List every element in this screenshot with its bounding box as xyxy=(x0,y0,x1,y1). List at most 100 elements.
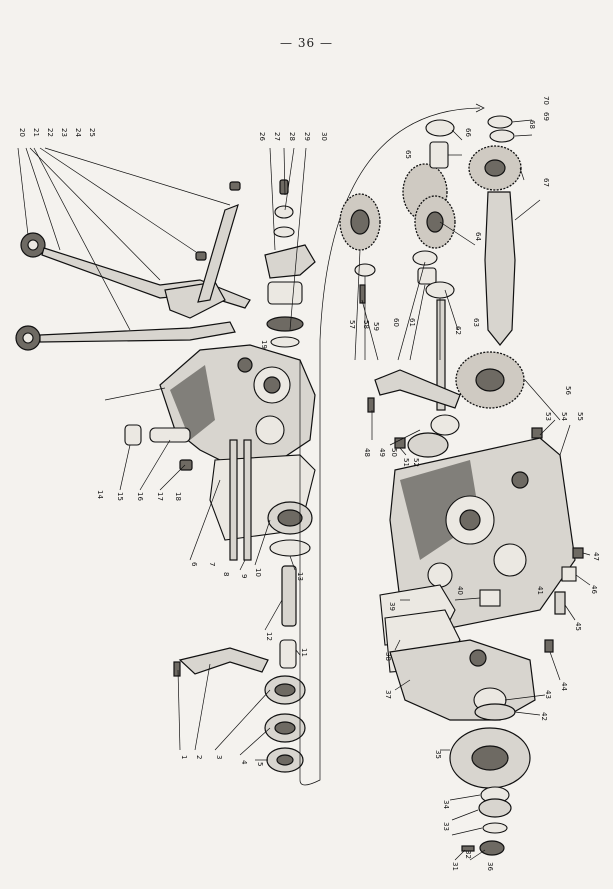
spacer-11 xyxy=(279,639,297,669)
label-53: 53 xyxy=(544,412,552,421)
label-68: 68 xyxy=(528,120,536,129)
label-67: 67 xyxy=(542,178,550,187)
leader-lines xyxy=(17,119,591,861)
part-labels: 1 2 3 4 5 6 7 8 9 10 11 12 13 14 15 16 1… xyxy=(18,96,600,871)
clutch-drum-39 xyxy=(449,727,531,789)
fork-26 xyxy=(264,244,316,279)
shaft-62 xyxy=(436,299,446,411)
bearing-52 xyxy=(407,414,460,458)
label-35: 35 xyxy=(434,750,442,759)
bolt-44 xyxy=(544,639,554,653)
label-41: 41 xyxy=(536,586,544,595)
label-59: 59 xyxy=(372,322,380,331)
pin-59 xyxy=(359,284,366,304)
ring-32 xyxy=(482,822,508,834)
washer-69 xyxy=(489,129,515,143)
assembly-line xyxy=(299,107,481,786)
washer-70 xyxy=(487,115,513,129)
label-42: 42 xyxy=(540,712,548,721)
label-40: 40 xyxy=(456,586,464,595)
label-7: 7 xyxy=(208,562,216,566)
gear-3 xyxy=(264,675,306,705)
plug-47 xyxy=(572,547,584,559)
label-18: 18 xyxy=(174,492,182,501)
label-17: 17 xyxy=(156,492,164,501)
label-16: 16 xyxy=(136,492,144,501)
label-4: 4 xyxy=(240,760,248,765)
label-24: 24 xyxy=(74,128,82,137)
label-20: 20 xyxy=(18,128,26,137)
label-11: 11 xyxy=(300,648,308,657)
bearing-27 xyxy=(267,281,303,305)
bush-15a xyxy=(124,424,142,446)
ring-29 xyxy=(266,316,304,332)
label-69: 69 xyxy=(542,112,550,121)
shift-knob-upper xyxy=(20,232,46,258)
small-bolt-24 xyxy=(195,251,207,261)
bearing-10 xyxy=(267,501,313,535)
label-49: 49 xyxy=(378,448,386,457)
bearing-5 xyxy=(266,747,304,773)
label-65: 65 xyxy=(404,150,412,159)
pin-28 xyxy=(279,179,289,195)
shift-knob-lower xyxy=(15,325,41,351)
label-61: 61 xyxy=(408,318,416,327)
label-36: 36 xyxy=(486,862,494,871)
label-10: 10 xyxy=(254,568,262,577)
bolt-51 xyxy=(394,437,406,449)
label-8: 8 xyxy=(222,572,230,576)
label-64: 64 xyxy=(474,232,482,241)
label-56: 56 xyxy=(564,386,572,395)
label-48: 48 xyxy=(363,448,371,457)
shift-lever-lower xyxy=(39,321,236,343)
label-27: 27 xyxy=(273,132,281,141)
shaft-12 xyxy=(281,565,297,627)
bush-66 xyxy=(429,141,449,169)
label-37: 37 xyxy=(384,690,392,699)
label-54: 54 xyxy=(560,412,568,421)
label-34: 34 xyxy=(442,800,450,809)
bolt-53 xyxy=(531,427,543,439)
label-50: 50 xyxy=(390,448,398,457)
washer-30 xyxy=(270,336,300,348)
bush-15b xyxy=(149,427,191,443)
label-1: 1 xyxy=(180,755,188,759)
label-38: 38 xyxy=(384,652,392,661)
pin-49 xyxy=(367,397,375,413)
ring-60 xyxy=(412,250,438,266)
label-66: 66 xyxy=(464,128,472,137)
label-55: 55 xyxy=(576,412,584,421)
shaft-8 xyxy=(229,439,238,561)
shaft-9 xyxy=(243,439,252,561)
page-number: — 36 — xyxy=(280,36,333,50)
label-25: 25 xyxy=(88,128,96,137)
label-31: 31 xyxy=(451,862,459,871)
gear-57 xyxy=(339,193,381,251)
label-51: 51 xyxy=(402,458,410,467)
label-47: 47 xyxy=(592,552,600,561)
label-57: 57 xyxy=(348,320,356,329)
nut-36 xyxy=(479,840,505,856)
nut-46 xyxy=(561,566,577,582)
label-2: 2 xyxy=(195,755,203,759)
link-rod xyxy=(197,204,239,303)
label-29: 29 xyxy=(303,132,311,141)
circlip-13 xyxy=(269,539,311,557)
label-14: 14 xyxy=(96,490,104,499)
small-bolt-25 xyxy=(229,181,241,191)
label-60: 60 xyxy=(392,318,400,327)
selector-fork-2 xyxy=(178,647,269,675)
selector-fork-48 xyxy=(374,369,461,409)
label-46: 46 xyxy=(590,585,598,594)
pin-31 xyxy=(461,845,475,852)
label-19: 19 xyxy=(260,340,268,349)
ring-63 xyxy=(425,281,455,299)
label-62: 62 xyxy=(454,326,462,335)
label-70: 70 xyxy=(542,96,550,105)
label-21: 21 xyxy=(32,128,40,137)
label-32: 32 xyxy=(464,850,472,859)
label-6: 6 xyxy=(190,562,198,567)
label-33: 33 xyxy=(442,822,450,831)
bolt-45 xyxy=(554,591,566,615)
